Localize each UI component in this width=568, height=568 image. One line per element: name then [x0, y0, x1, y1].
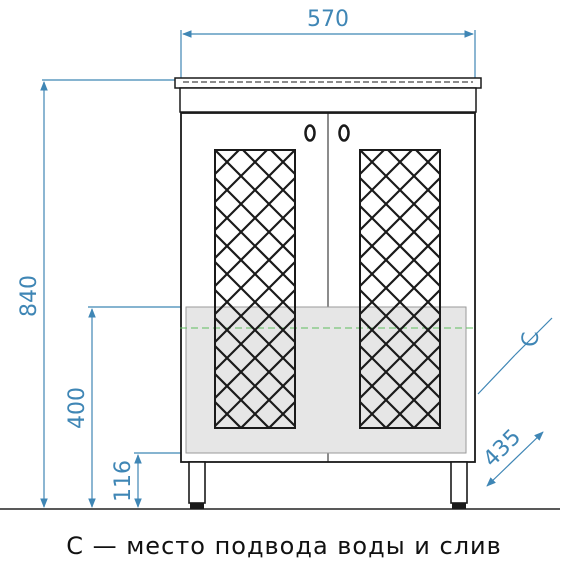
width-label: 570	[307, 7, 349, 32]
cabinet-legs	[188, 461, 468, 509]
zone-leader: C	[477, 317, 553, 395]
height-zone-bottom-label: 116	[111, 460, 136, 502]
countertop	[174, 77, 482, 113]
depth-label: 435	[479, 425, 526, 472]
depth-dimension: 435	[479, 425, 544, 487]
left-door-lattice	[214, 149, 296, 429]
height-zone-label: 400	[65, 387, 90, 429]
height-total-dimension: 840	[17, 79, 180, 508]
caption: С — место подвода воды и слив	[66, 532, 502, 560]
width-dimension: 570	[180, 7, 476, 78]
zone-marker-label: C	[519, 331, 544, 346]
height-zone-bottom-dimension: 116	[111, 452, 186, 508]
height-total-label: 840	[17, 275, 42, 317]
right-door-lattice	[359, 149, 441, 429]
height-zone-dimension: 400	[65, 306, 186, 508]
door-handles	[304, 124, 350, 142]
